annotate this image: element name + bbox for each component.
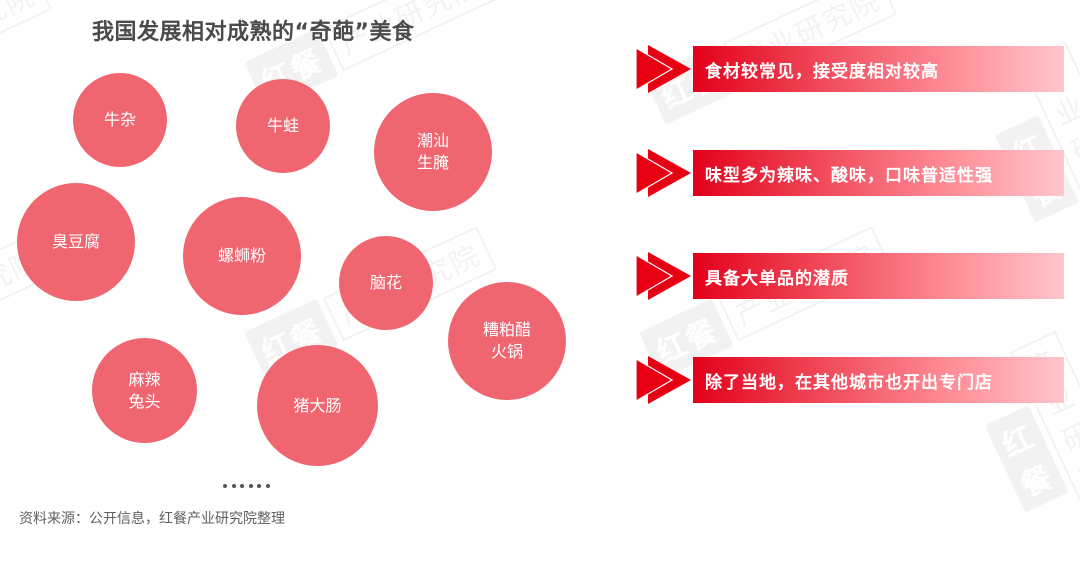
dot (265, 484, 270, 488)
dot (240, 484, 244, 488)
dot (231, 484, 236, 488)
double-arrow-icon (635, 252, 691, 300)
food-bubble-mala-tutou: 麻辣 兔头 (92, 338, 197, 443)
bubble-label: 潮汕 生腌 (416, 131, 449, 172)
bubble-label: 猪大肠 (293, 395, 342, 415)
feature-item-3: 具备大单品的潜质 (634, 251, 1064, 301)
feature-banner: 具备大单品的潜质 (693, 253, 1064, 299)
dot (257, 484, 261, 488)
bubble-label: 糟粕醋 火锅 (482, 320, 531, 361)
food-bubble-chaoshan-shengyan: 潮汕 生腌 (374, 93, 492, 211)
bubble-label: 牛蛙 (266, 116, 299, 135)
watermark: 红餐 产业研究院 (0, 0, 53, 120)
food-bubble-niuza: 牛杂 (73, 73, 167, 167)
dot (248, 484, 253, 488)
bubble-label: 脑花 (369, 273, 402, 292)
feature-item-4: 除了当地，在其他城市也开出专门店 (634, 355, 1064, 405)
page-title: 我国发展相对成熟的“奇葩”美食 (92, 20, 415, 45)
feature-banner: 除了当地，在其他城市也开出专门店 (693, 357, 1064, 403)
food-bubble-luosifen: 螺蛳粉 (183, 197, 301, 315)
feature-banner: 食材较常见，接受度相对较高 (693, 46, 1064, 92)
feature-item-2: 味型多为辣味、酸味，口味普适性强 (634, 148, 1064, 198)
food-bubble-niuwa: 牛蛙 (236, 79, 330, 173)
bubble-label: 臭豆腐 (51, 232, 100, 251)
double-arrow-icon (635, 45, 691, 93)
feature-item-1: 食材较常见，接受度相对较高 (634, 44, 1064, 94)
food-bubble-choudoufu: 臭豆腐 (17, 183, 135, 301)
food-bubble-naohua: 脑花 (339, 236, 433, 330)
food-bubble-zaopocu-huoguo: 糟粕醋 火锅 (448, 282, 566, 400)
bubble-label: 牛杂 (103, 110, 136, 129)
feature-banner: 味型多为辣味、酸味，口味普适性强 (693, 150, 1064, 196)
watermark-text: 产业研究院 (0, 0, 53, 82)
double-arrow-icon (635, 356, 691, 404)
food-bubble-zhudachang: 猪大肠 (257, 345, 378, 466)
bubble-label: 麻辣 兔头 (128, 369, 161, 411)
double-arrow-icon (635, 149, 691, 197)
more-ellipsis (223, 484, 270, 488)
source-note: 资料来源：公开信息，红餐产业研究院整理 (19, 511, 285, 527)
watermark-logo: 红餐 (984, 405, 1069, 513)
bubble-label: 螺蛳粉 (217, 246, 266, 265)
dot (223, 484, 227, 488)
